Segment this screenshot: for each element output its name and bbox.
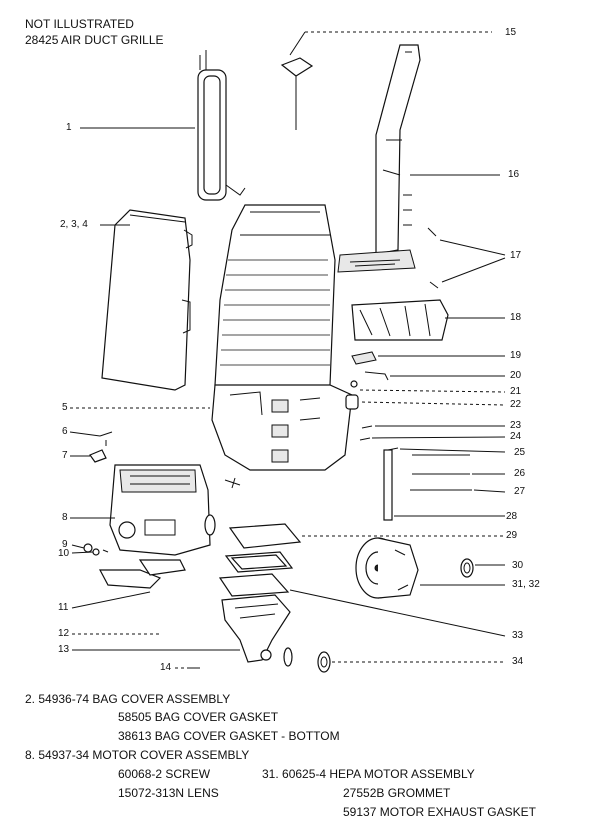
callout-2-3-4: 2, 3, 4 [60, 219, 88, 230]
bracket-part [351, 299, 449, 341]
callout-26: 26 [514, 468, 526, 479]
motor-mount-part [221, 594, 293, 667]
handle-screws-part [427, 227, 439, 289]
grommet-part [317, 651, 331, 673]
callout-15: 15 [505, 27, 517, 38]
lens-screw-parts [83, 543, 109, 556]
parts-row-bag-cover-assembly: 2. 54936-74 BAG COVER ASSEMBLY [25, 692, 231, 706]
power-cord-part [197, 50, 246, 201]
callout-18: 18 [510, 312, 522, 323]
air-duct-grille-label: 28425 AIR DUCT GRILLE [25, 33, 164, 47]
callout-10: 10 [58, 548, 70, 559]
main-body-part [211, 204, 353, 471]
callout-19: 19 [510, 350, 522, 361]
parts-row-bag-cover-gasket-bottom: 38613 BAG COVER GASKET - BOTTOM [118, 729, 340, 743]
parts-row-motor-cover-assembly: 8. 54937-34 MOTOR COVER ASSEMBLY [25, 748, 250, 762]
callout-27: 27 [514, 486, 526, 497]
exploded-parts-diagram [69, 31, 506, 673]
motor-cover-part [109, 464, 241, 556]
bottom-gasket-part [99, 559, 186, 589]
callout-25: 25 [514, 447, 526, 458]
parts-row-motor-exhaust-gasket: 59137 MOTOR EXHAUST GASKET [343, 805, 536, 819]
callout-21: 21 [510, 386, 522, 397]
callout-13: 13 [58, 644, 70, 655]
parts-row-grommet: 27552B GROMMET [343, 786, 451, 800]
small-parts-group [345, 351, 472, 521]
callout-16: 16 [508, 169, 520, 180]
callout-24: 24 [510, 431, 522, 442]
callout-12: 12 [58, 628, 70, 639]
exhaust-gasket-part [218, 551, 294, 597]
parts-row-screw: 60068-2 SCREW [118, 767, 211, 781]
leader-lines [69, 31, 506, 669]
callout-34: 34 [512, 656, 524, 667]
handle-part [337, 44, 421, 273]
cord-hook-part [280, 57, 314, 130]
callout-29: 29 [506, 530, 518, 541]
parts-row-lens: 15072-313N LENS [118, 786, 219, 800]
callout-28: 28 [506, 511, 518, 522]
screw-latch-parts [89, 431, 113, 463]
parts-row-bag-cover-gasket: 58505 BAG COVER GASKET [118, 710, 279, 724]
callout-31-32: 31, 32 [512, 579, 540, 590]
callout-20: 20 [510, 370, 522, 381]
callout-1: 1 [66, 122, 72, 133]
not-illustrated-label: NOT ILLUSTRATED [25, 17, 134, 31]
callout-30: 30 [512, 560, 524, 571]
callout-9: 9 [62, 539, 68, 550]
callout-8: 8 [62, 512, 68, 523]
callout-14: 14 [160, 662, 172, 673]
callout-6: 6 [62, 426, 68, 437]
callout-17: 17 [510, 250, 522, 261]
parts-row-hepa-motor-assembly: 31. 60625-4 HEPA MOTOR ASSEMBLY [262, 767, 475, 781]
filter-part [228, 523, 302, 549]
callout-11: 11 [58, 602, 69, 613]
callout-22: 22 [510, 399, 522, 410]
callout-23: 23 [510, 420, 522, 431]
bag-cover-part [101, 209, 193, 391]
hepa-motor-part [355, 537, 419, 599]
callout-5: 5 [62, 402, 68, 413]
motor-grommet-part [460, 558, 474, 578]
callout-33: 33 [512, 630, 524, 641]
callout-7: 7 [62, 450, 68, 461]
